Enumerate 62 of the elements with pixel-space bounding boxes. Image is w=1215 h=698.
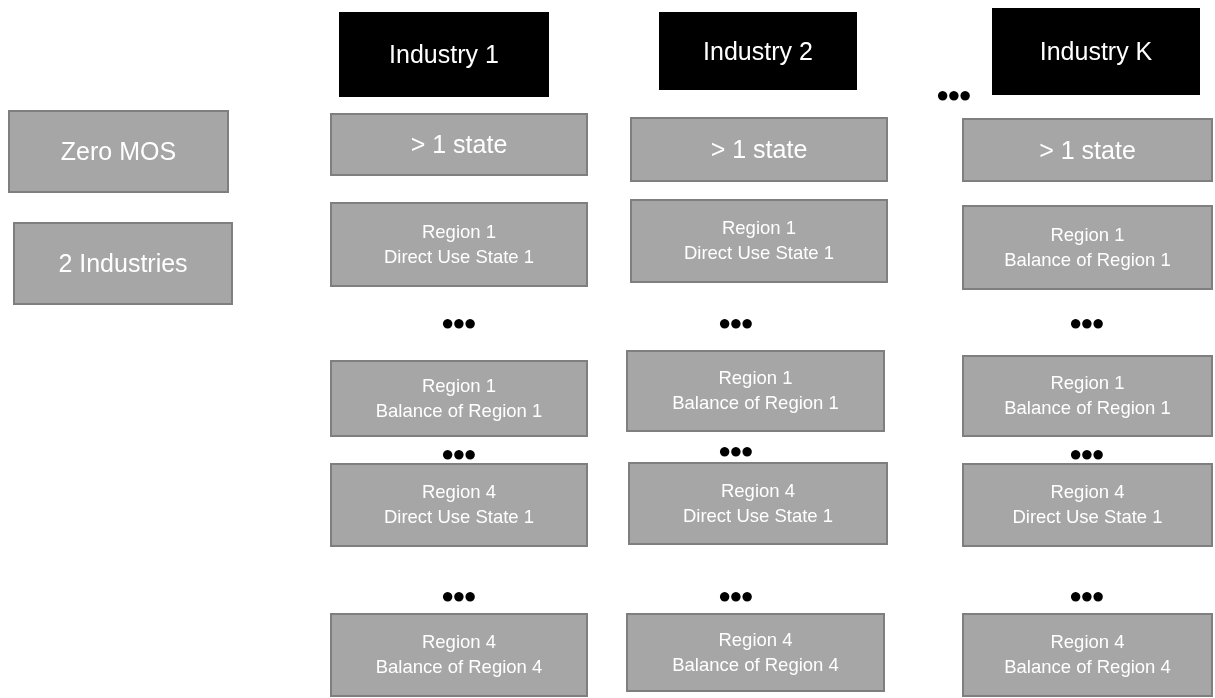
industry-header — [992, 8, 1200, 95]
box-label: Region 1 — [1050, 371, 1125, 396]
box-label: Balance of Region 1 — [672, 391, 839, 415]
region-box — [962, 463, 1213, 547]
box-label: 2 Industries — [58, 249, 188, 278]
box-label: > 1 state — [410, 130, 508, 159]
box-label: Region 1 — [421, 219, 497, 244]
box-label: Region 1 — [718, 366, 793, 391]
box-label: Direct Use State 1 — [683, 241, 835, 265]
region-box — [630, 199, 888, 283]
box-label: Balance of Region 1 — [1004, 396, 1171, 420]
box-label: Region 1 — [421, 373, 497, 398]
box-label: Industry 1 — [389, 40, 499, 69]
box-label: Direct Use State 1 — [383, 505, 535, 529]
box-label: Region 1 — [721, 216, 797, 241]
ellipsis-dots: ●●● — [1069, 443, 1103, 465]
region-box — [628, 462, 888, 545]
box-label: Direct Use State 1 — [383, 244, 535, 269]
box-label: Region 4 — [720, 478, 796, 503]
state-box — [630, 117, 888, 182]
box-label: Region 4 — [1050, 480, 1125, 505]
region-box — [962, 205, 1213, 290]
industry-header — [659, 12, 857, 90]
box-label: Industry 2 — [703, 36, 813, 66]
box-label: Balance of Region 4 — [672, 652, 839, 677]
ellipsis-dots: ●●● — [718, 312, 752, 334]
region-box — [330, 360, 588, 437]
ellipsis-dots: ●●● — [1069, 312, 1103, 334]
ellipsis-dots: ●●● — [718, 440, 752, 462]
category-box — [13, 222, 233, 305]
box-label: Balance of Region 4 — [375, 655, 543, 679]
box-label: Region 4 — [718, 627, 793, 652]
region-box — [330, 202, 588, 287]
ellipsis-dots: ●●● — [1069, 585, 1103, 607]
box-label: Balance of Region 1 — [1004, 247, 1171, 272]
box-label: Direct Use State 1 — [1012, 505, 1163, 529]
ellipsis-dots: ●●● — [441, 585, 475, 607]
category-box — [8, 110, 229, 193]
box-label: Industry K — [1039, 37, 1153, 66]
ellipsis-dots: ●●● — [936, 84, 970, 106]
box-label: > 1 state — [1039, 135, 1136, 165]
region-box — [330, 613, 588, 697]
box-label: Region 4 — [421, 480, 497, 505]
region-box — [330, 463, 588, 547]
box-label: Region 4 — [421, 630, 497, 655]
ellipsis-dots: ●●● — [441, 312, 475, 334]
box-label: Region 4 — [1050, 630, 1125, 655]
industry-header — [339, 12, 549, 97]
region-box — [626, 350, 885, 432]
box-label: Region 1 — [1050, 222, 1125, 247]
box-label: > 1 state — [710, 135, 808, 164]
box-label: Zero MOS — [60, 137, 177, 166]
box-label: Balance of Region 1 — [375, 398, 543, 423]
region-box — [626, 613, 885, 692]
state-box — [330, 113, 588, 176]
region-box — [962, 355, 1213, 437]
state-box — [962, 118, 1213, 182]
region-box — [962, 613, 1213, 697]
ellipsis-dots: ●●● — [441, 443, 475, 465]
ellipsis-dots: ●●● — [718, 585, 752, 607]
box-label: Direct Use State 1 — [682, 503, 834, 528]
box-label: Balance of Region 4 — [1004, 655, 1171, 679]
